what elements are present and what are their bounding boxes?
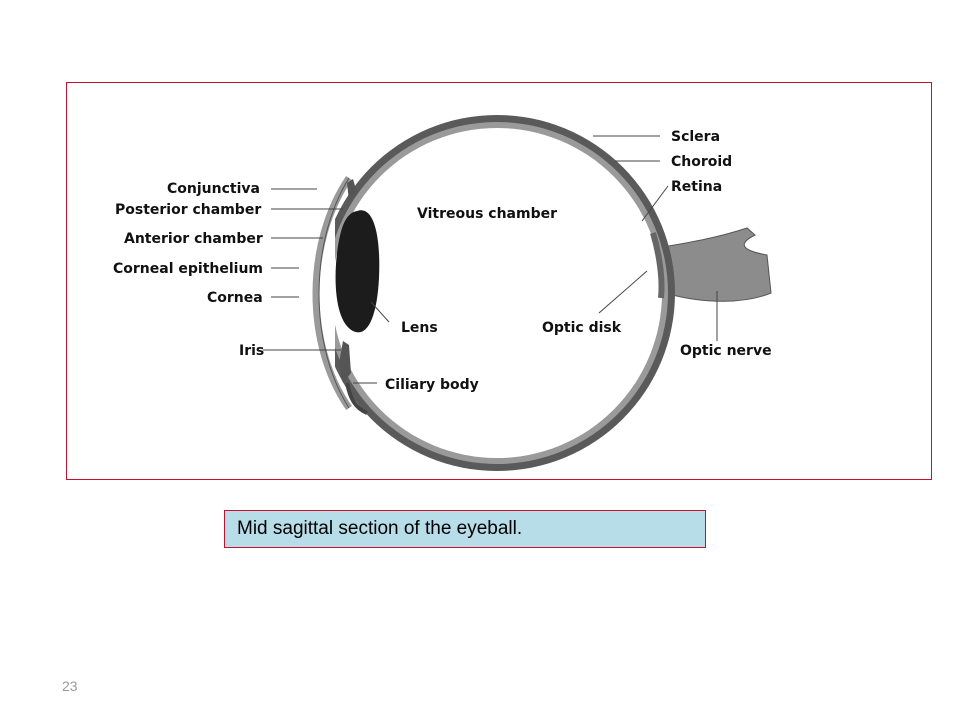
- page-number: 23: [62, 678, 78, 694]
- label-cornea: Cornea: [207, 290, 263, 306]
- vitreous-chamber-area: [332, 128, 662, 458]
- label-lens: Lens: [401, 320, 438, 336]
- label-anterior-chamber: Anterior chamber: [124, 231, 263, 247]
- lens-shape: [336, 210, 380, 332]
- label-conjunctiva: Conjunctiva: [167, 181, 260, 197]
- figure-caption: Mid sagittal section of the eyeball.: [224, 510, 706, 548]
- label-corneal-epithelium: Corneal epithelium: [113, 261, 263, 277]
- eye-diagram-frame: Sclera Choroid Retina Conjunctiva Poster…: [66, 82, 932, 480]
- label-vitreous-chamber: Vitreous chamber: [417, 206, 557, 222]
- anterior-mask: [267, 83, 335, 479]
- label-choroid: Choroid: [671, 154, 732, 170]
- label-ciliary-body: Ciliary body: [385, 377, 479, 393]
- label-posterior-chamber: Posterior chamber: [115, 202, 261, 218]
- eye-diagram: Sclera Choroid Retina Conjunctiva Poster…: [67, 83, 931, 479]
- label-sclera: Sclera: [671, 129, 720, 145]
- label-optic-nerve: Optic nerve: [680, 343, 772, 359]
- label-optic-disk: Optic disk: [542, 320, 622, 336]
- label-iris: Iris: [239, 343, 264, 359]
- label-retina: Retina: [671, 179, 722, 195]
- caption-text: Mid sagittal section of the eyeball.: [237, 518, 522, 539]
